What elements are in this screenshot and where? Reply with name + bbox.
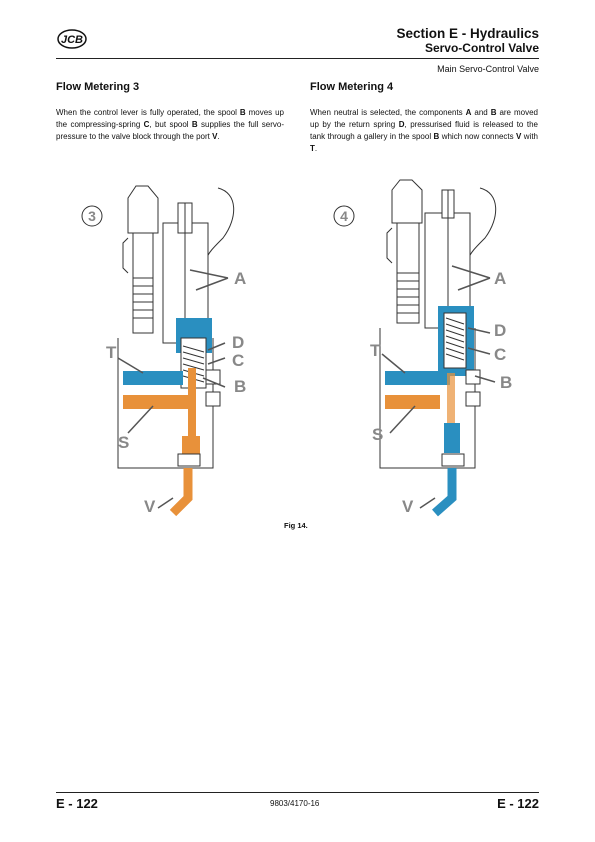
bold-term: B xyxy=(433,132,440,141)
document-number: 9803/4170-16 xyxy=(270,799,320,808)
diagram-3-spring-c xyxy=(182,345,205,383)
section-title: Section E - Hydraulics xyxy=(396,26,539,41)
bold-term: T xyxy=(310,144,315,153)
diagram-4-number-circle xyxy=(333,205,355,227)
bold-term: B xyxy=(191,120,198,129)
bold-term: A xyxy=(465,108,472,117)
diagram-3-port-v-line xyxy=(169,468,193,517)
header-rule xyxy=(56,58,539,59)
heading-flow-metering-3: Flow Metering 3 xyxy=(56,81,140,93)
diagram-3-number: 3 xyxy=(88,208,96,224)
diagram-4-port-v-line xyxy=(432,468,457,517)
diagram-3-label-v: V xyxy=(144,497,156,516)
diagram-3-label-t: T xyxy=(106,343,117,362)
text-run: with xyxy=(521,132,538,141)
diagram-3-tank-line xyxy=(123,371,183,385)
page-number-left: E - 122 xyxy=(56,796,98,811)
text-run: When the control lever is fully operated… xyxy=(56,108,240,117)
jcb-logo: JCB xyxy=(57,29,87,49)
page-number-right: E - 122 xyxy=(497,796,539,811)
subsection-title: Servo-Control Valve xyxy=(424,41,539,55)
text-run: , pressurised fluid is released to the t… xyxy=(310,120,538,141)
diagram-3-label-s: S xyxy=(118,433,129,452)
paragraph-flow-metering-3: When the control lever is fully operated… xyxy=(56,107,284,143)
diagram-flow-metering-4: 4 A D C B T S V xyxy=(333,179,512,517)
footer-rule xyxy=(56,792,539,793)
diagram-4-label-t: T xyxy=(370,341,381,360)
text-run: are moved up by the return spring xyxy=(310,108,538,129)
diagram-4-label-b: B xyxy=(500,373,512,392)
bold-term: D xyxy=(398,120,405,129)
diagram-4-tank-line xyxy=(385,371,450,385)
paragraph-flow-metering-4: When neutral is selected, the components… xyxy=(310,107,538,155)
diagram-4-label-s: S xyxy=(372,425,383,444)
diagram-3-supply-line xyxy=(123,395,188,409)
text-run: , but spool xyxy=(149,120,192,129)
diagram-4-spool-channel xyxy=(447,373,455,423)
text-run: moves up the compressing-spring xyxy=(56,108,284,129)
bold-term: V xyxy=(212,132,218,141)
bold-term: V xyxy=(516,132,522,141)
diagram-4-label-d: D xyxy=(494,321,506,340)
text-run: . xyxy=(217,132,220,141)
diagram-4-number: 4 xyxy=(340,208,348,224)
diagram-3-label-d: D xyxy=(232,333,244,352)
text-run: . xyxy=(314,144,318,153)
diagram-3-label-c: C xyxy=(232,351,244,370)
text-run: and xyxy=(471,108,491,117)
bold-term: B xyxy=(490,108,497,117)
diagram-4-label-c: C xyxy=(494,345,506,364)
figure-caption: Fig 14. xyxy=(284,521,308,530)
diagram-3-label-a: A xyxy=(234,269,246,288)
svg-text:JCB: JCB xyxy=(61,34,83,46)
topic-title: Main Servo-Control Valve xyxy=(437,64,539,74)
diagram-4-spring-d xyxy=(445,317,465,361)
heading-flow-metering-4: Flow Metering 4 xyxy=(310,81,394,93)
diagram-3-label-b: B xyxy=(234,377,246,396)
diagram-4-label-v: V xyxy=(402,497,414,516)
diagram-3-number-circle xyxy=(81,205,103,227)
bold-term: C xyxy=(143,120,150,129)
bold-term: B xyxy=(239,108,246,117)
diagram-4-label-a: A xyxy=(494,269,506,288)
diagram-flow-metering-3: 3 A D C B T S V xyxy=(81,185,246,517)
text-run: which now connects xyxy=(439,132,517,141)
text-run: supplies the full servo-pressure to the … xyxy=(56,120,285,141)
text-run: When neutral is selected, the components xyxy=(310,108,466,117)
diagram-3-spool-channel xyxy=(188,368,196,438)
diagram-4-supply-line xyxy=(385,395,440,409)
